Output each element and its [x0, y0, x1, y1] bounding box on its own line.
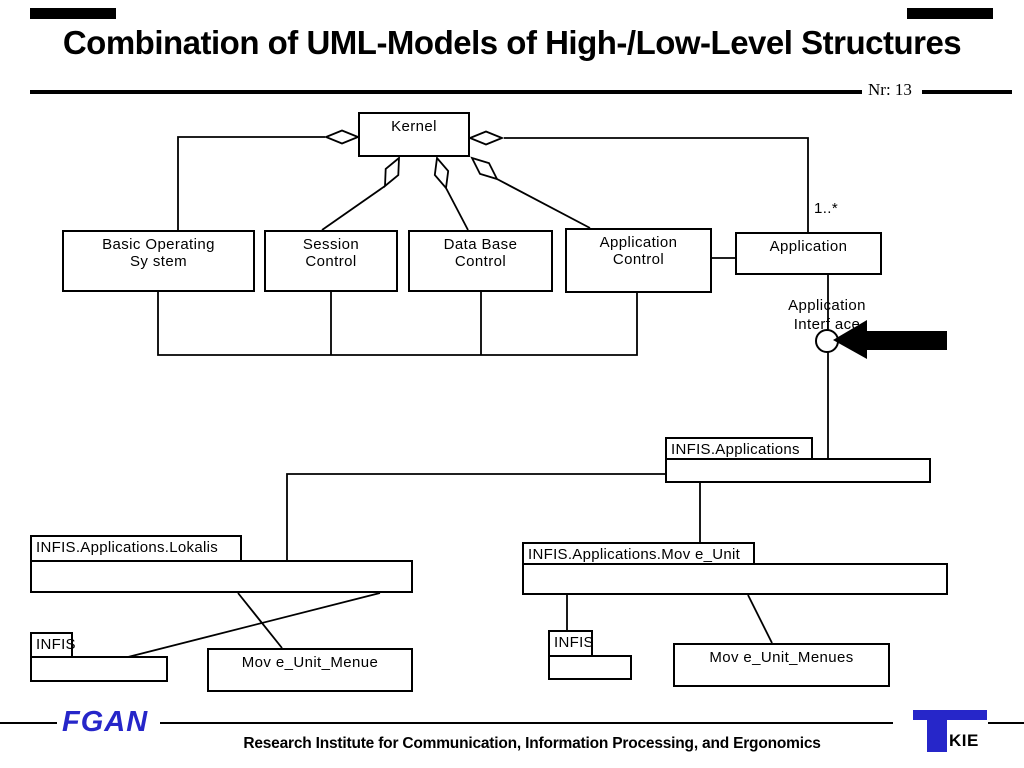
bottom-bus-line [157, 292, 638, 356]
package-infis-applications-tab: INFIS.Applications [665, 437, 813, 460]
top-right-bar [907, 8, 993, 19]
node-move-unit-menues: Mov e_Unit_Menues [673, 643, 890, 687]
application-interface-label: Application Interf ace [788, 297, 866, 333]
footer-rule-middle [160, 722, 893, 724]
connector-lines [127, 136, 829, 658]
header-rule-right [922, 90, 1012, 94]
aggregation-diamond-appcontrol [470, 156, 499, 181]
package-move-unit-tab: INFIS.Applications.Mov e_Unit [522, 542, 755, 565]
aggregation-diamond-right [467, 130, 505, 146]
fgan-logo-text: FGAN [62, 706, 149, 738]
fkie-logo-f-arm [913, 710, 987, 720]
node-application-control: Application Control [565, 228, 712, 293]
package-lokalis-tab: INFIS.Applications.Lokalis [30, 535, 242, 562]
node-application: Application [735, 232, 882, 275]
lokalis-to-infis-line [127, 592, 381, 658]
package-infis-applications-body [665, 458, 931, 483]
package-lokalis-body [30, 560, 413, 593]
node-data-base-control: Data Base Control [408, 230, 553, 292]
node-move-unit-menue: Mov e_Unit_Menue [207, 648, 413, 692]
package-infis-left-body [30, 656, 168, 682]
aggregation-diamond-session [384, 156, 400, 188]
fkie-logo-text: KIE [949, 731, 979, 750]
package-infis-left-tab: INFIS [30, 632, 76, 658]
page-title: Combination of UML-Models of High-/Low-L… [62, 24, 962, 61]
top-left-bar [30, 8, 116, 19]
node-kernel: Kernel [358, 112, 470, 157]
node-basic-operating-system: Basic Operating Sy stem [62, 230, 255, 292]
pointer-arrow-icon [833, 320, 947, 359]
interface-lollipop-circle [815, 329, 839, 353]
institute-name: Research Institute for Communication, In… [243, 735, 821, 752]
package-infis-right-tab: INFIS [548, 630, 594, 657]
multiplicity-label: 1..* [814, 200, 839, 217]
moveunit-to-menues-line [747, 594, 773, 644]
kernel-to-bos-line [177, 136, 325, 230]
kernel-to-database-line [445, 187, 469, 231]
header-rule-left [30, 90, 862, 94]
infisapps-to-lokalis-line [286, 473, 665, 562]
kernel-to-session-line [321, 185, 386, 231]
footer-rule-left [0, 722, 57, 724]
node-session-control: Session Control [264, 230, 398, 292]
page-number: Nr: 13 [868, 80, 912, 99]
package-infis-right-body [548, 655, 632, 680]
aggregation-diamonds [323, 129, 505, 191]
package-move-unit-body [522, 563, 948, 595]
lokalis-to-menue-line [237, 592, 283, 649]
footer-rule-right [988, 722, 1024, 724]
aggregation-diamond-left [323, 129, 361, 145]
aggregation-diamond-database [433, 155, 450, 191]
fkie-logo-f-stem [927, 710, 947, 752]
kernel-to-application-line [504, 137, 809, 232]
kernel-to-appcontrol-line [496, 178, 591, 229]
